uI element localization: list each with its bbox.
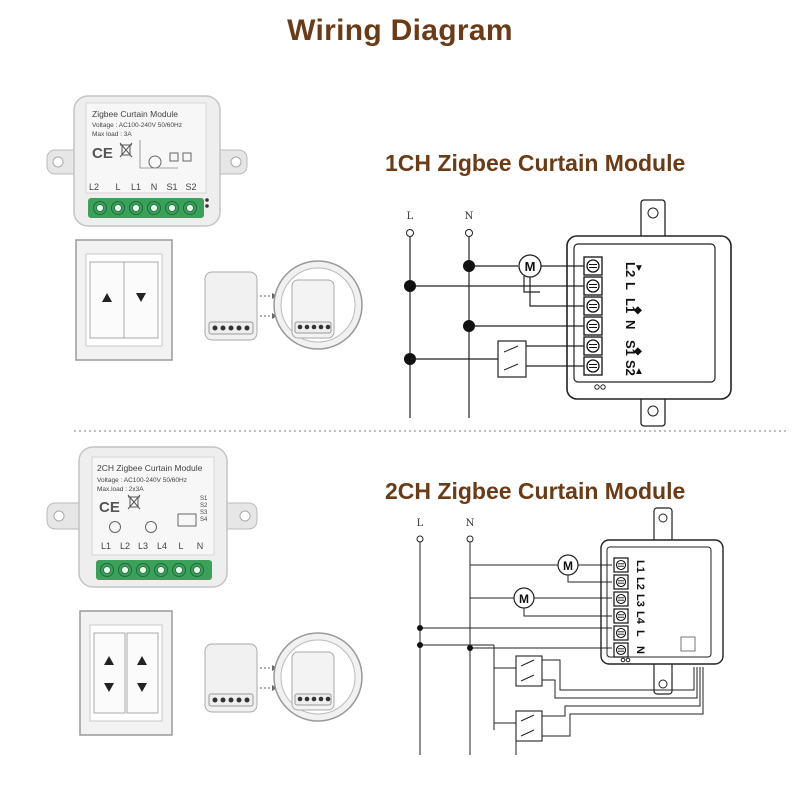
ch2-section-title: 2CH Zigbee Curtain Module xyxy=(385,478,686,504)
ch1-module-maxload: Max load : 3A xyxy=(92,131,132,138)
ch1-line-label-n: N xyxy=(465,211,474,222)
ch2-module-switch-labels: S1 S2 S3 S4 xyxy=(200,496,208,523)
svg-text:L1: L1 xyxy=(131,182,141,192)
ch1-module-name: Zigbee Curtain Module xyxy=(92,109,178,119)
ch2-down-arrow-2-icon xyxy=(137,683,147,692)
ch1-module-photo: Zigbee Curtain Module Voltage : AC100-24… xyxy=(46,95,248,227)
ch2-module-motor2-symbol xyxy=(145,521,157,533)
ch2-weee-bin-icon xyxy=(127,494,141,510)
svg-text:S2: S2 xyxy=(185,182,196,192)
ch2-install-illustration xyxy=(204,632,363,722)
svg-text:L4: L4 xyxy=(634,611,646,625)
ch2-switch2-symbol xyxy=(515,710,543,742)
svg-text:L4: L4 xyxy=(157,541,167,551)
svg-text:S2: S2 xyxy=(200,503,208,509)
svg-text:L1: L1 xyxy=(623,298,638,313)
ch2-schematic: L N L1 L2 L3 L4 L N M M xyxy=(416,507,724,755)
ch2-module-voltage: Voltage : AC100-240V 50/60Hz xyxy=(97,477,187,484)
ch2-module-name: 2CH Zigbee Curtain Module xyxy=(97,463,203,473)
svg-text:L: L xyxy=(115,182,120,192)
ch2-switch-port xyxy=(680,636,696,652)
page-title: Wiring Diagram xyxy=(287,14,513,47)
svg-text:N: N xyxy=(623,320,638,329)
svg-text:L2: L2 xyxy=(89,182,99,192)
svg-text:L2: L2 xyxy=(623,262,638,277)
svg-text:S3: S3 xyxy=(200,510,208,516)
weee-bin-icon xyxy=(119,142,133,158)
ch1-install-illustration xyxy=(204,260,363,350)
ch1-switch-symbol xyxy=(497,340,527,378)
svg-text:L: L xyxy=(634,630,646,637)
ch1-module-voltage: Voltage : AC100-240V 50/60Hz xyxy=(92,122,182,129)
svg-text:L2: L2 xyxy=(120,541,130,551)
svg-text:L2: L2 xyxy=(634,577,646,590)
svg-text:N: N xyxy=(634,646,646,654)
svg-text:S4: S4 xyxy=(200,517,208,523)
ch1-switch-icon: ◆ xyxy=(633,346,642,357)
ce-mark-icon: CE xyxy=(92,145,113,162)
ch1-power-icon: ◆ xyxy=(633,305,642,316)
ch1-arrow-up-icon: ▲ xyxy=(634,366,644,377)
ch1-section-title: 1CH Zigbee Curtain Module xyxy=(385,150,686,176)
svg-text:M: M xyxy=(563,559,573,573)
ch2-module-photo: 2CH Zigbee Curtain Module Voltage : AC10… xyxy=(46,446,258,588)
ch2-down-arrow-1-icon xyxy=(104,683,114,692)
svg-text:S1: S1 xyxy=(166,182,177,192)
ch2-module-motor1-symbol xyxy=(109,521,121,533)
ch2-ce-mark-icon: CE xyxy=(99,499,120,516)
svg-text:L: L xyxy=(623,282,638,290)
up-arrow-icon xyxy=(102,293,112,302)
down-arrow-icon xyxy=(136,293,146,302)
svg-text:S1: S1 xyxy=(623,340,638,356)
svg-text:L3: L3 xyxy=(138,541,148,551)
ch2-switch1-symbol xyxy=(515,655,543,687)
svg-text:N: N xyxy=(151,182,158,192)
ch2-line-label-l: L xyxy=(417,518,424,529)
svg-text:S1: S1 xyxy=(200,496,208,502)
ch2-wall-switch xyxy=(79,610,173,736)
ch1-line-label-l: L xyxy=(407,211,414,222)
svg-text:S2: S2 xyxy=(623,360,638,376)
svg-text:L1: L1 xyxy=(101,541,111,551)
svg-text:M: M xyxy=(525,259,536,274)
ch2-up-arrow-2-icon xyxy=(137,656,147,665)
svg-text:L3: L3 xyxy=(634,594,646,607)
ch1-module-terminal-labels: L2 L L1 N S1 S2 xyxy=(89,182,197,192)
ch2-module-terminal-labels: L1 L2 L3 L4 L N xyxy=(101,541,203,551)
ch2-line-label-n: N xyxy=(466,518,475,529)
ch1-arrow-down-icon: ▼ xyxy=(634,263,644,274)
svg-text:L1: L1 xyxy=(634,560,646,573)
ch1-schematic: L N L2 L L1 N S1 S2 ▼ ◆ ◆ ▲ M xyxy=(404,199,732,427)
svg-text:L: L xyxy=(178,541,183,551)
svg-text:M: M xyxy=(519,592,529,606)
svg-text:N: N xyxy=(197,541,204,551)
ch1-wall-switch xyxy=(75,239,173,361)
ch2-up-arrow-1-icon xyxy=(104,656,114,665)
ch2-module-maxload: Max.load : 2x3A xyxy=(97,486,144,493)
